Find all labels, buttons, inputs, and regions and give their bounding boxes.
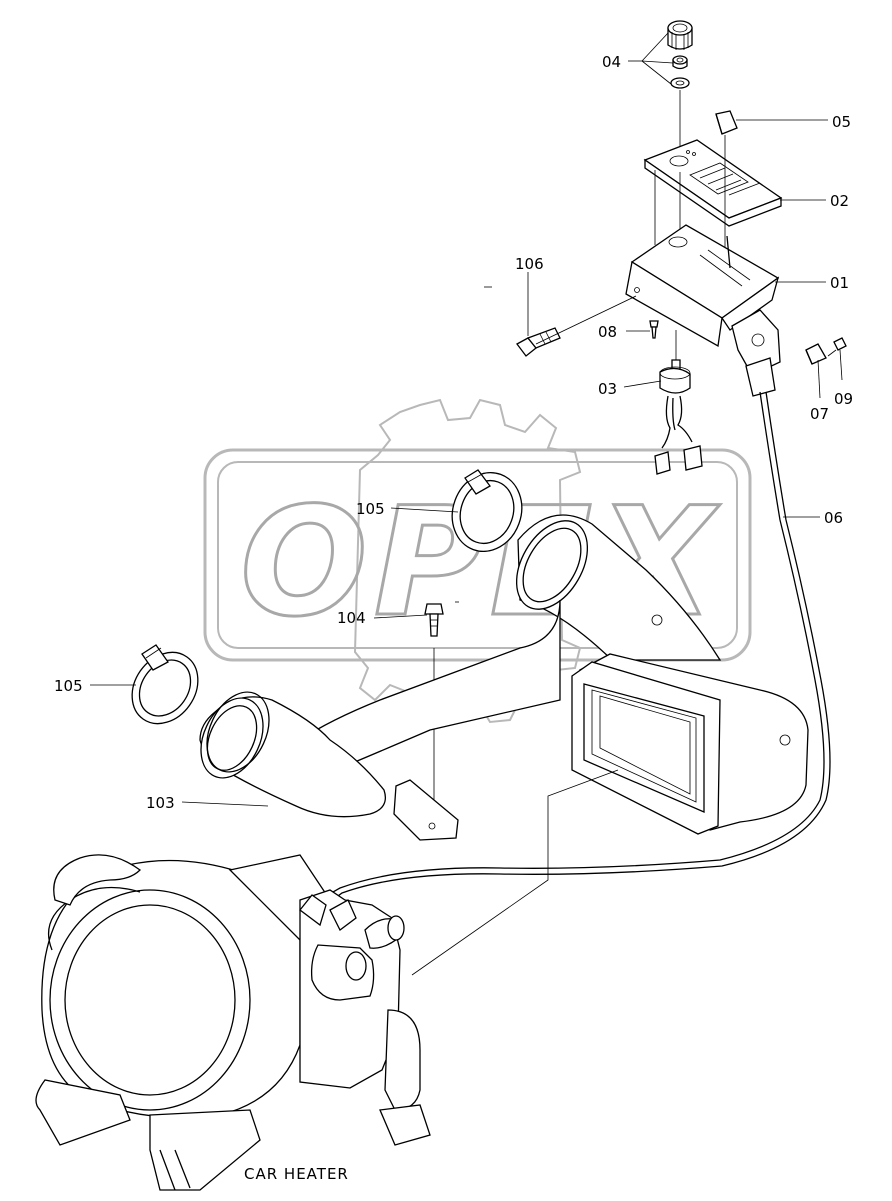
callout-105-upper: 105 [356,500,385,518]
callout-05: 05 [832,113,851,131]
hose-clamp-upper [451,469,523,552]
callout-03: 03 [598,380,617,398]
callout-04: 04 [602,53,621,71]
car-heater-unit [35,854,431,1191]
callout-105-lower: 105 [54,677,83,695]
air-duct-103 [199,514,722,841]
control-panel-plate [643,135,783,255]
bolt-106 [516,327,561,357]
callout-02: 02 [830,192,849,210]
outlet-to-heater-leader [411,769,619,976]
screw-08 [649,320,659,339]
control-cable [325,391,825,897]
callouts: 04 05 02 01 106 08 03 07 09 06 105 104 1… [54,32,853,812]
heater-switch [654,330,703,475]
callout-103: 103 [146,794,175,812]
callout-106: 106 [515,255,544,273]
hose-clamp-lower [131,644,199,725]
diagram-caption: CAR HEATER [244,1165,349,1183]
callout-104: 104 [337,609,366,627]
callout-09: 09 [834,390,853,408]
heater-outlet-box [571,653,809,835]
mounting-bracket [625,224,781,397]
callout-06: 06 [824,509,843,527]
callout-08: 08 [598,323,617,341]
knob-assembly [667,20,693,152]
bolt-104 [424,603,444,820]
callout-07: 07 [810,405,829,423]
callout-01: 01 [830,274,849,292]
cable-clamp [805,337,847,365]
